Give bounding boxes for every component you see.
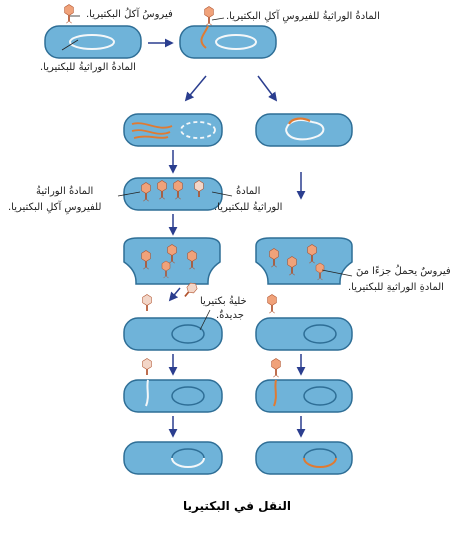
bacterium-right-final <box>255 441 353 475</box>
phage-attached-right <box>267 294 277 314</box>
arrow-3 <box>257 75 278 102</box>
label-carrier-phage-line1: فيروسٌ يحملُ جزءًا منَ <box>356 266 451 277</box>
bacterium-right-injected <box>255 379 353 413</box>
label-carrier-phage-line2: المادةِ الوراثيةِ للبكتيريا. <box>348 282 444 293</box>
leader-phage-dna-left <box>117 191 141 197</box>
bacterium-5 <box>123 177 223 211</box>
label-new-cell-line1: خليةُ بكتيريا <box>200 296 247 307</box>
bacterium-4 <box>255 113 353 147</box>
bacterium-2 <box>179 25 277 59</box>
diagram-title: النقل في البكتيريا <box>183 499 291 513</box>
bacterium-left-final <box>123 441 223 475</box>
label-phage-dna-injected: المادةُ الوراثيةُ للفيروسِ آكلِ البكتيري… <box>226 11 380 22</box>
lysed-bacterium-left <box>123 237 221 285</box>
phage-row6-left <box>142 358 152 375</box>
label-phage-dna-left-line1: المادةُ الوراثيةُ <box>36 186 94 197</box>
label-new-cell-line2: جديدةٌ. <box>216 310 244 321</box>
bacterium-3 <box>123 113 223 147</box>
lysed-bacterium-right <box>255 237 353 285</box>
label-phage-dna-left-line2: للفيروسِ آكلِ البكتيريا. <box>8 202 102 213</box>
bacterium-1 <box>44 25 142 59</box>
leader-bacterial-dna-top <box>61 39 79 51</box>
label-phage-top: فيروسُ آكلُ البكتيريا. <box>86 9 173 20</box>
arrow-7 <box>168 287 181 302</box>
label-bacterial-dna-top: المادةُ الوراثيةُ للبكتيريا. <box>40 62 136 73</box>
leader-new-cell <box>199 309 211 331</box>
phage-attached-left <box>142 294 152 311</box>
leader-carrier-phage <box>321 269 353 277</box>
label-bacterial-dna-mid-line2: الوراثيةُ للبكتيريا. <box>214 202 283 213</box>
released-phage-left <box>184 282 198 297</box>
label-bacterial-dna-mid-line1: المادةُ <box>236 186 261 197</box>
phage-attached-1 <box>64 4 74 24</box>
arrow-2 <box>184 75 207 102</box>
new-bacterium-left <box>123 317 223 351</box>
phage-attached-2 <box>204 6 214 26</box>
phage-row6-right <box>271 358 281 378</box>
new-bacterium-right <box>255 317 353 351</box>
leader-bacterial-dna-mid <box>211 191 233 197</box>
leader-phage-dna <box>211 17 225 21</box>
bacterium-left-injected <box>123 379 223 413</box>
